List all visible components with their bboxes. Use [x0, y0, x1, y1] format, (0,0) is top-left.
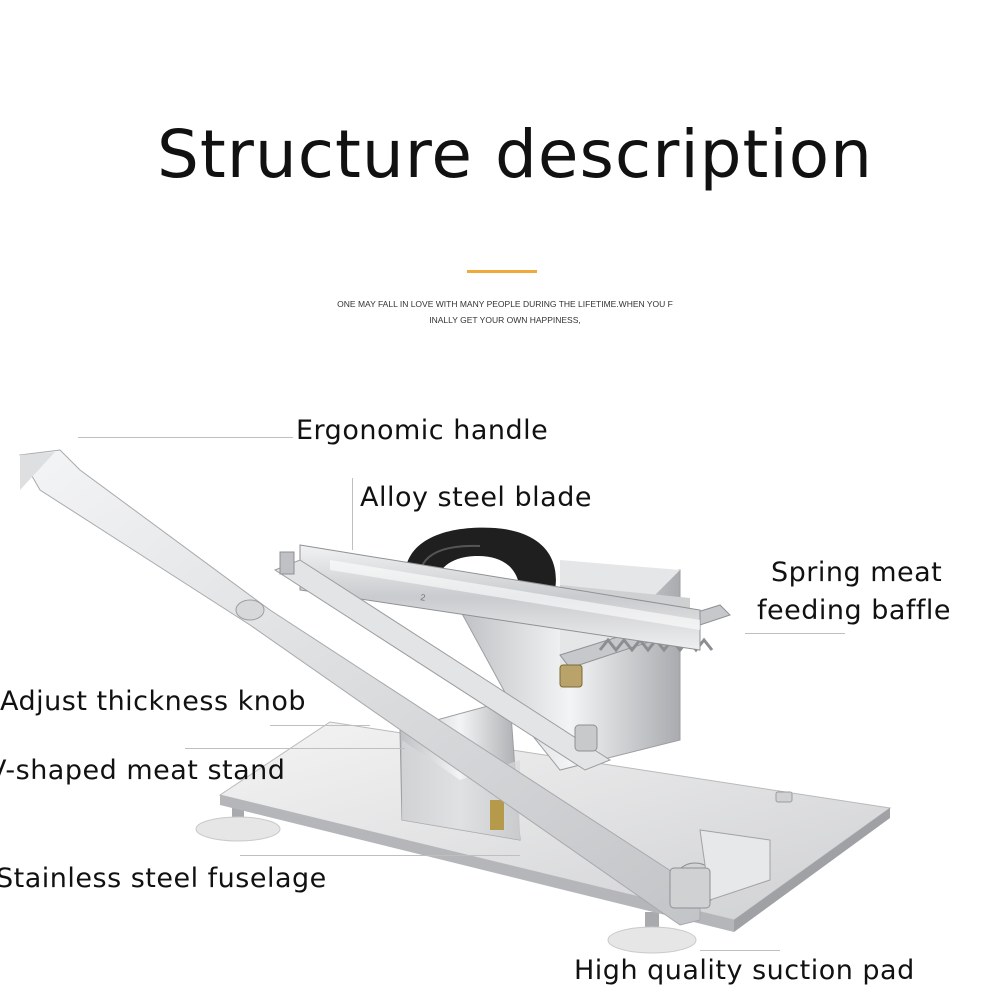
label-v-shaped-meat-stand: V-shaped meat stand: [0, 755, 286, 786]
label-spring-baffle-line-2: feeding baffle: [757, 595, 952, 626]
svg-text:2: 2: [420, 592, 427, 603]
label-ergonomic-handle: Ergonomic handle: [296, 415, 549, 446]
leader-line-handle: [78, 437, 293, 438]
leader-line-suction: [700, 950, 780, 951]
tagline-line-2: INALLY GET YOUR OWN HAPPINESS,: [429, 315, 581, 325]
leader-line-knob: [270, 725, 370, 726]
leader-line-blade: [352, 478, 353, 550]
leader-line-fuselage: [240, 855, 520, 856]
page-title: Structure description: [157, 116, 873, 193]
leader-line-baffle: [745, 633, 845, 634]
label-alloy-steel-blade: Alloy steel blade: [360, 482, 592, 513]
leader-line-stand: [185, 748, 405, 749]
tagline-line-1: ONE MAY FALL IN LOVE WITH MANY PEOPLE DU…: [337, 299, 673, 309]
label-adjust-thickness-knob: Adjust thickness knob: [0, 686, 307, 717]
label-high-quality-suction-pad: High quality suction pad: [574, 955, 915, 986]
accent-divider: [467, 270, 537, 273]
suction-pad-right: [607, 912, 697, 954]
label-stainless-steel-fuselage: Stainless steel fuselage: [0, 863, 327, 894]
front-bracket: [669, 829, 771, 909]
side-arm: [273, 551, 612, 771]
label-spring-baffle-line-1: Spring meat: [771, 557, 943, 588]
